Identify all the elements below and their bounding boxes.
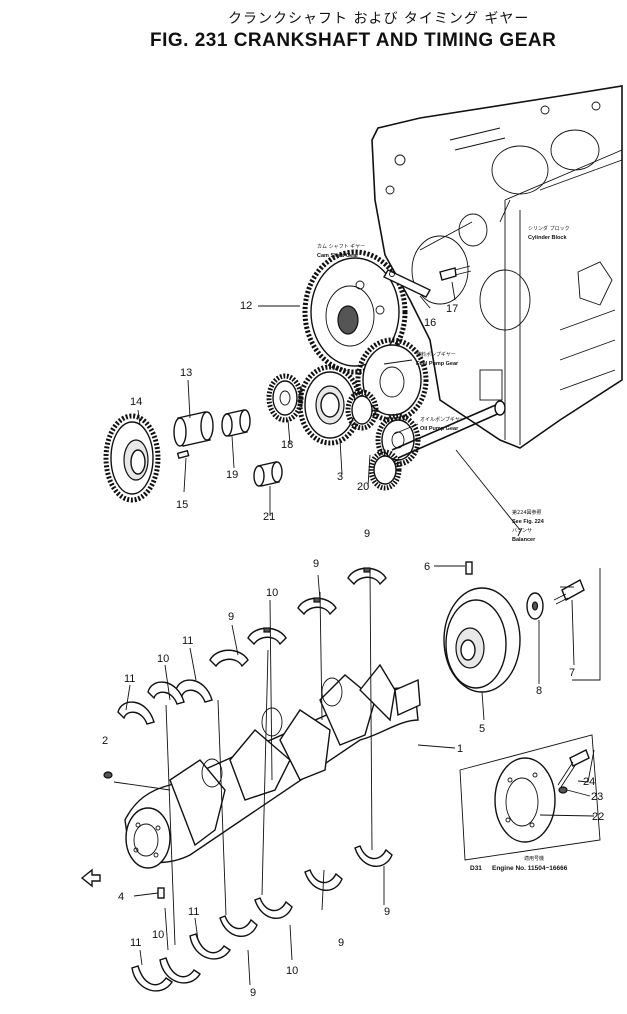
callout-21: 21 [263, 511, 275, 523]
bolt-17 [439, 265, 472, 281]
callout-10-bottom-mid: 10 [286, 965, 298, 977]
callout-20: 20 [357, 481, 369, 493]
leader-lines [113, 199, 601, 986]
fuel-pump-gear [355, 337, 429, 423]
oil-gear-label: Oil Pump Gear [420, 426, 459, 432]
callout-9-bottom-right: 9 [384, 906, 390, 918]
callout-7: 7 [569, 667, 575, 679]
cam-gear-label: Cam Shaft Gear [317, 253, 359, 259]
callout-22: 22 [592, 811, 604, 823]
balancer-label: Balancer [512, 537, 536, 543]
inset-box [459, 734, 601, 861]
callout-11-top-mid: 11 [182, 635, 193, 647]
balancer-shaft [391, 400, 506, 459]
small-gear-20 [345, 389, 379, 431]
block-label-jp: シリンダ ブロック [528, 225, 570, 232]
pulley-5 [443, 587, 521, 693]
callout-10-bottom-left: 10 [152, 929, 164, 941]
cam-shaft-gear [302, 249, 408, 375]
balancer-label-jp: バランサ [512, 528, 532, 534]
callout-5: 5 [479, 723, 485, 735]
callout-16: 16 [424, 317, 436, 329]
callout-2: 2 [102, 735, 108, 747]
callout-3: 3 [337, 471, 343, 483]
callout-19: 19 [226, 469, 238, 481]
see-fig-label-jp: 第224図参照 [512, 509, 542, 516]
oil-pump-gear [368, 413, 421, 491]
small-gear-18 [266, 373, 304, 423]
callout-24: 24 [583, 776, 595, 788]
serial-range: Engine No. 11504~16666 [492, 865, 568, 872]
callout-9-bottom-mid: 9 [338, 937, 344, 949]
callout-11-bottom-left: 11 [130, 937, 141, 949]
oil-gear-label-jp: オイルポンプギヤー [420, 416, 465, 423]
callout-14: 14 [130, 396, 142, 408]
bracket-16 [383, 269, 431, 298]
callout-10-top-mid: 10 [266, 587, 278, 599]
callout-9-top-right: 9 [364, 528, 370, 540]
block-label: Cylinder Block [528, 235, 567, 241]
see-fig-label: See Fig. 224 [512, 519, 545, 525]
callout-9-bottom-left: 9 [250, 987, 256, 999]
key-15 [176, 449, 190, 460]
dowel-4 [157, 887, 165, 899]
fuel-gear-label: Fuel Pump Gear [416, 361, 459, 367]
washer-8 [526, 592, 544, 620]
callout-8: 8 [536, 685, 542, 697]
callout-9-top-left: 9 [228, 611, 234, 623]
callout-6: 6 [424, 561, 430, 573]
fuel-gear-label-jp: 燃料ポンプギヤー [416, 351, 456, 358]
callout-13: 13 [180, 367, 192, 379]
callout-4: 4 [118, 891, 124, 903]
callout-18: 18 [281, 439, 293, 451]
pin-2 [103, 771, 113, 779]
page-title: FIG. 231 CRANKSHAFT AND TIMING GEAR [150, 30, 557, 51]
title-japanese: クランクシャフト および タイミング ギヤー [228, 11, 530, 27]
callout-12: 12 [240, 300, 252, 312]
lower-bearings [131, 845, 393, 992]
bushing-13 [173, 411, 214, 447]
callout-17: 17 [446, 303, 458, 315]
serial-prefix: D31 [470, 865, 482, 872]
serial-label-jp: 適用号機 [524, 855, 544, 862]
cam-gear-label-jp: カム シャフト ギヤー [317, 244, 365, 250]
callout-23: 23 [591, 791, 603, 803]
bushing-19 [221, 409, 251, 437]
callout-9-top-mid: 9 [313, 558, 319, 570]
callout-15: 15 [176, 499, 188, 511]
callout-11-bottom-mid: 11 [188, 906, 199, 918]
crank-gear-14 [103, 413, 161, 503]
callout-10-top-left: 10 [157, 653, 169, 665]
callout-11-top-left: 11 [124, 673, 135, 685]
arrow-front-icon [80, 868, 101, 888]
dowel-6 [465, 561, 473, 575]
callout-1: 1 [457, 743, 463, 755]
bushing-21 [253, 461, 283, 487]
bolt-7 [553, 579, 585, 605]
